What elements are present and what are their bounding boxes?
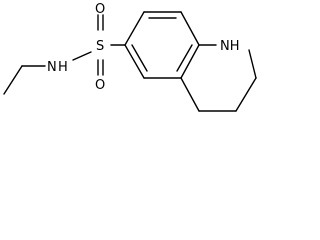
atom-label-n-sulfonamide: N: [47, 60, 57, 75]
bond-nh-ch2: [248, 49, 257, 79]
bond-ch2-c5: [180, 77, 200, 112]
bond-ring-c4-c5: [180, 44, 200, 79]
atom-label-h-sulfonamide: H: [58, 60, 68, 75]
bond-ring-inner-right: [176, 44, 193, 72]
bond-ring-c6-c1: [124, 44, 145, 79]
bond-n-s: [72, 51, 92, 61]
atom-label-nh-ring: NH: [220, 39, 240, 54]
atom-label-oxygen-bottom: O: [95, 78, 105, 93]
bond-ch2-ch2: [235, 77, 257, 112]
atom-label-oxygen-top: O: [95, 2, 105, 17]
molecule-diagram: N H S O O NH: [3, 2, 257, 112]
bond-ring-c1-c2: [124, 11, 145, 46]
bond-ring-c3-c4: [180, 11, 200, 46]
bond-ethyl-ch3: [3, 65, 23, 95]
bond-ring-inner-left: [131, 44, 148, 72]
atom-label-sulfur: S: [96, 39, 104, 54]
